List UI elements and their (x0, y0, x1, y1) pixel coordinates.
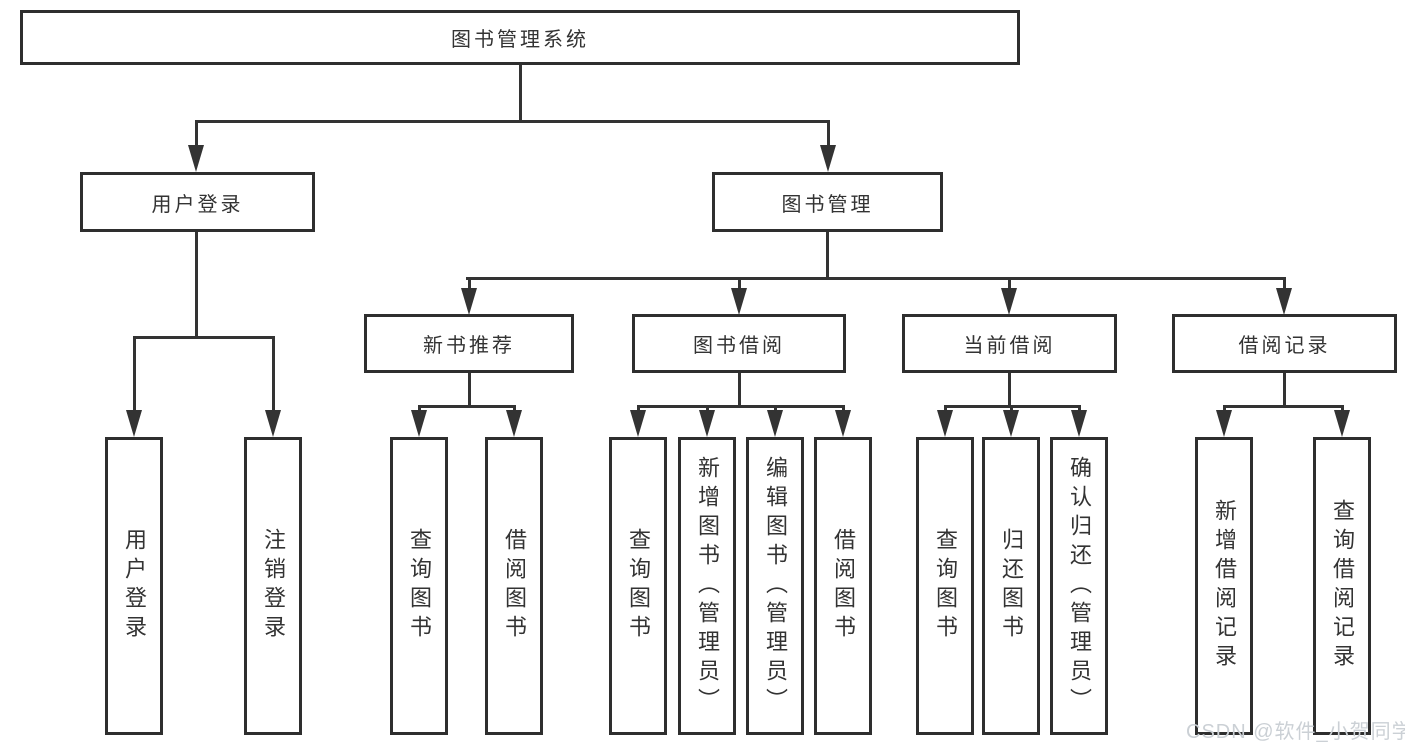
leaf-label: 查询图书 (626, 528, 651, 644)
connector-stem-line (194, 232, 198, 338)
arrow-down-icon (731, 288, 747, 315)
leaf-label: 借阅图书 (502, 528, 527, 644)
connector-bar-line (194, 120, 830, 123)
node-book-borrowing: 图书借阅 (632, 314, 846, 373)
leaf-edit-books-admin: 编辑图书（管理员） (746, 437, 804, 735)
arrow-down-icon (1276, 288, 1292, 315)
arrow-down-icon (630, 410, 646, 437)
connector-tail-line (1282, 277, 1286, 290)
arrow-down-icon (461, 288, 477, 315)
arrow-down-icon (188, 145, 204, 172)
node-new-book-recommendation: 新书推荐 (364, 314, 574, 373)
leaf-user-login: 用户登录 (105, 437, 163, 735)
leaf-add-borrow-record: 新增借阅记录 (1195, 437, 1253, 735)
connector-tail-line (705, 405, 709, 412)
connector-tail-line (1222, 405, 1226, 412)
leaf-label: 查询图书 (933, 528, 958, 644)
connector-tail-line (737, 277, 741, 290)
connector-stem-line (1282, 373, 1286, 407)
connector-tail-line (1077, 405, 1081, 412)
leaf-label: 注销登录 (261, 528, 286, 644)
connector-tail-line (194, 120, 198, 147)
node-borrowing-records: 借阅记录 (1172, 314, 1397, 373)
leaf-add-books-admin: 新增图书（管理员） (678, 437, 736, 735)
leaf-return-books: 归还图书 (982, 437, 1040, 735)
connector-bar-line (417, 405, 516, 408)
connector-stem-line (518, 65, 522, 122)
connector-tail-line (1340, 405, 1344, 412)
leaf-confirm-return-admin: 确认归还（管理员） (1050, 437, 1108, 735)
node-book-management-system: 图书管理系统 (20, 10, 1020, 65)
connector-tail-line (271, 336, 275, 412)
leaf-label: 查询图书 (407, 528, 432, 644)
arrow-down-icon (1071, 410, 1087, 437)
leaf-label: 用户登录 (122, 528, 147, 644)
watermark: CSDN @软件_小贺同学 (1186, 721, 1405, 743)
connector-stem-line (825, 232, 829, 279)
leaf-query-books-borrow: 查询图书 (609, 437, 667, 735)
leaf-label: 借阅图书 (831, 528, 856, 644)
arrow-down-icon (411, 410, 427, 437)
connector-bar-line (465, 277, 1286, 280)
connector-tail-line (841, 405, 845, 412)
arrow-down-icon (1001, 288, 1017, 315)
connector-tail-line (1009, 405, 1013, 412)
leaf-borrow-books: 借阅图书 (814, 437, 872, 735)
node-user-login: 用户登录 (80, 172, 315, 232)
leaf-query-books-recommend: 查询图书 (390, 437, 448, 735)
arrow-down-icon (1334, 410, 1350, 437)
leaf-label: 编辑图书（管理员） (763, 455, 788, 717)
arrow-down-icon (835, 410, 851, 437)
connector-tail-line (826, 120, 830, 147)
arrow-down-icon (699, 410, 715, 437)
leaf-query-borrow-record: 查询借阅记录 (1313, 437, 1371, 735)
leaf-label: 查询借阅记录 (1330, 499, 1355, 673)
connector-bar-line (132, 336, 275, 339)
connector-tail-line (417, 405, 421, 412)
arrow-down-icon (767, 410, 783, 437)
arrow-down-icon (1003, 410, 1019, 437)
connector-tail-line (773, 405, 777, 412)
connector-stem-line (737, 373, 741, 407)
leaf-query-books-current: 查询图书 (916, 437, 974, 735)
connector-tail-line (512, 405, 516, 412)
arrow-down-icon (1216, 410, 1232, 437)
leaf-label: 归还图书 (999, 528, 1024, 644)
connector-tail-line (636, 405, 640, 412)
connector-stem-line (1007, 373, 1011, 407)
connector-bar-line (636, 405, 845, 408)
leaf-borrow-books-recommend: 借阅图书 (485, 437, 543, 735)
connector-tail-line (132, 336, 136, 412)
arrow-down-icon (265, 410, 281, 437)
connector-bar-line (1222, 405, 1344, 408)
leaf-label: 确认归还（管理员） (1067, 455, 1092, 717)
connector-tail-line (467, 277, 471, 290)
connector-stem-line (467, 373, 471, 407)
connector-tail-line (1007, 277, 1011, 290)
arrow-down-icon (820, 145, 836, 172)
arrow-down-icon (506, 410, 522, 437)
arrow-down-icon (126, 410, 142, 437)
node-book-management: 图书管理 (712, 172, 943, 232)
arrow-down-icon (937, 410, 953, 437)
leaf-label: 新增图书（管理员） (695, 455, 720, 717)
connector-tail-line (943, 405, 947, 412)
leaf-label: 新增借阅记录 (1212, 499, 1237, 673)
leaf-logout: 注销登录 (244, 437, 302, 735)
node-current-borrowing: 当前借阅 (902, 314, 1117, 373)
